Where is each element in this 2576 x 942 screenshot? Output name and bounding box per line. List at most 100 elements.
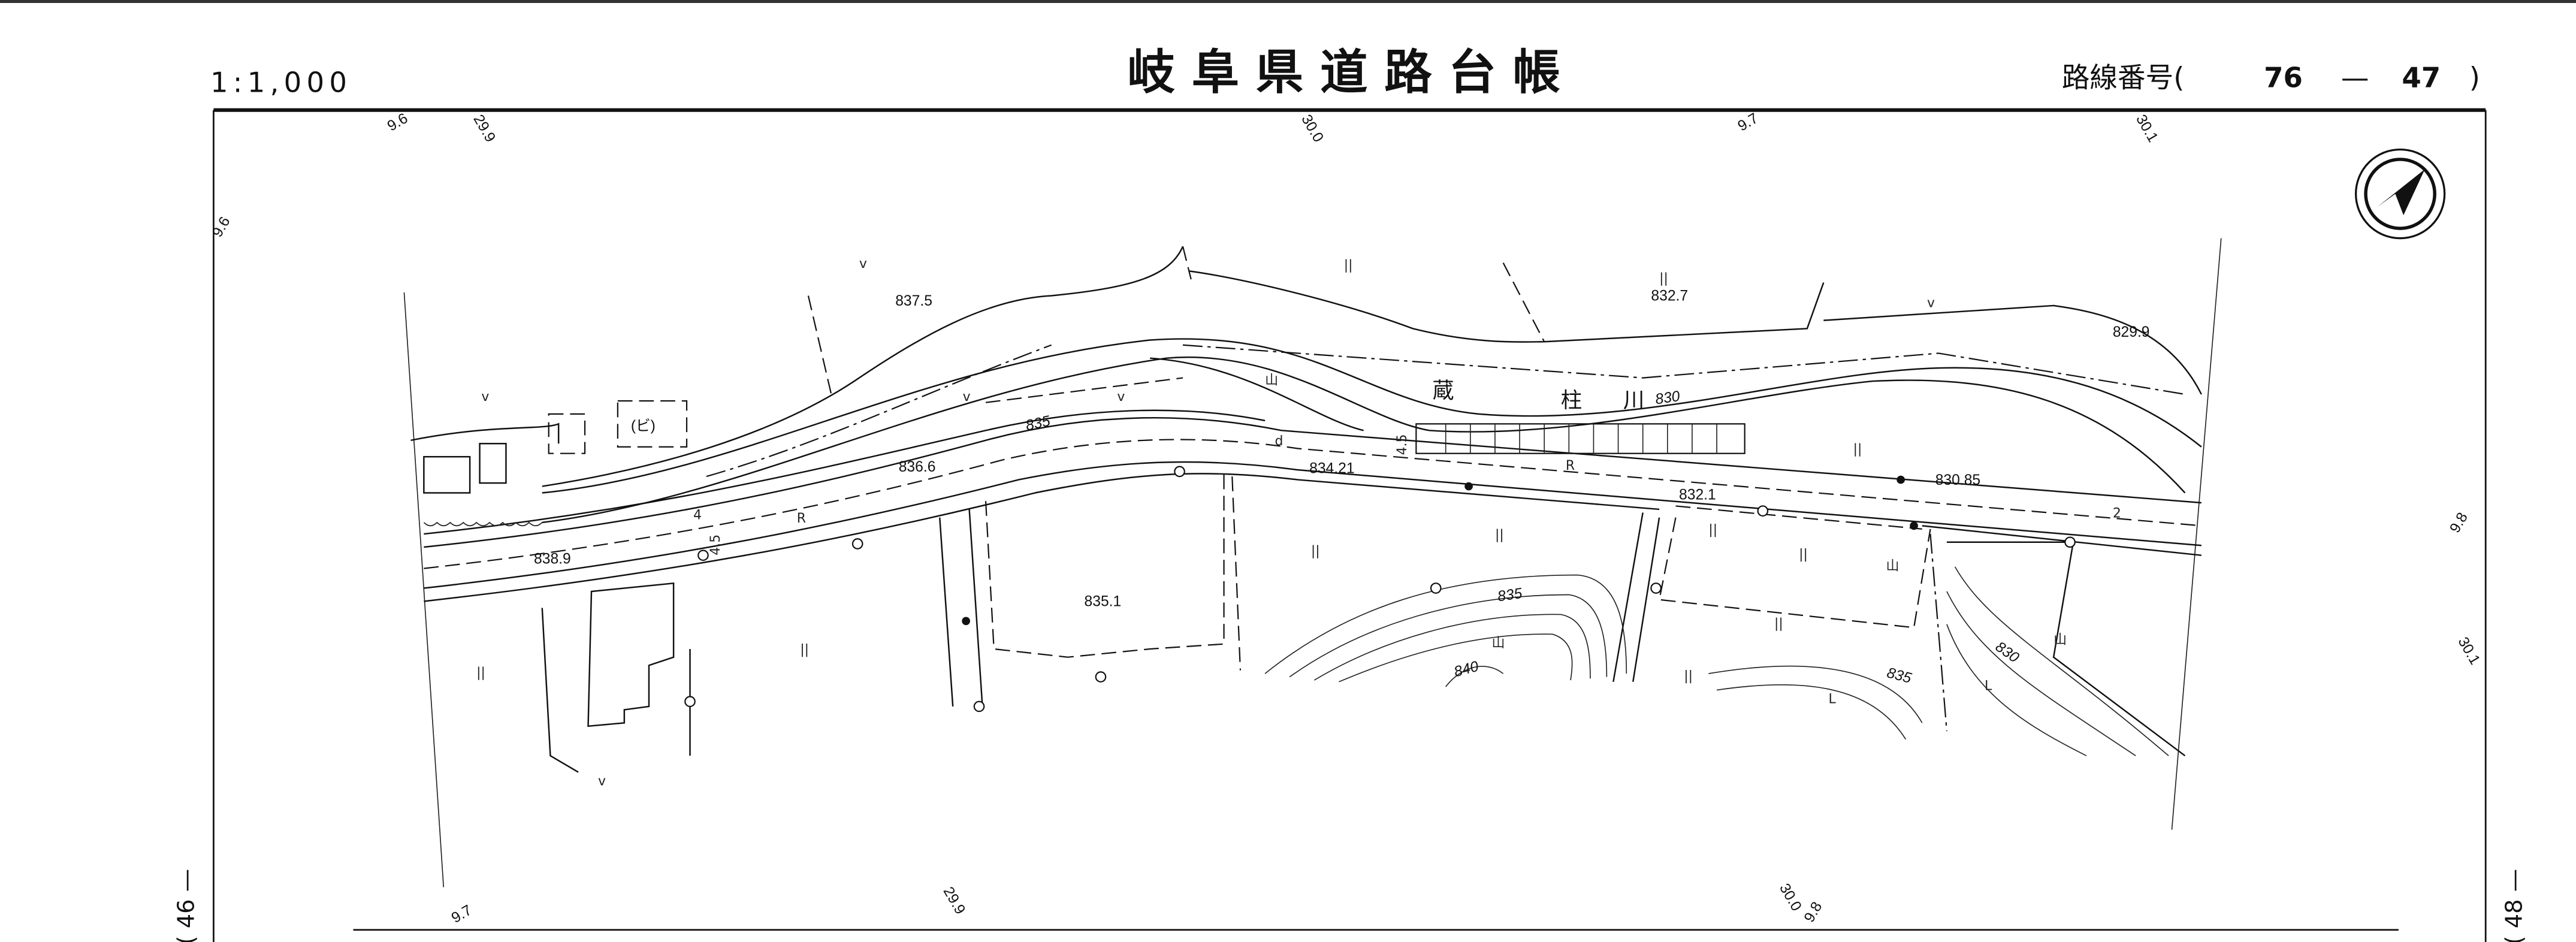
page-title: 岐 阜 県 道 路 台 帳 (1127, 44, 1560, 100)
map-boundary-left (403, 292, 445, 887)
svg-text:4.5: 4.5 (708, 535, 723, 555)
hedge (423, 521, 543, 527)
svg-text:835: 835 (1885, 665, 1913, 687)
svg-text:||: || (1853, 442, 1862, 457)
main-road (424, 409, 2202, 602)
boundary-line (1929, 533, 1948, 732)
building-bi (617, 400, 688, 448)
scan-edge (0, 0, 2576, 3)
svg-text:||: || (1708, 523, 1717, 538)
bridge (1415, 423, 1745, 454)
building (587, 582, 675, 727)
svg-text:||: || (1495, 527, 1504, 542)
svg-text:蔵: 蔵 (1433, 378, 1454, 403)
svg-text:9.7: 9.7 (449, 902, 475, 927)
left-sheet-ref[interactable]: ( 46 — (173, 869, 200, 942)
svg-text:v: v (859, 256, 867, 271)
building (423, 455, 471, 494)
svg-text:30.0: 30.0 (1298, 112, 1326, 145)
svg-text:v: v (481, 390, 489, 404)
svg-text:R: R (1566, 458, 1575, 473)
svg-text:9.8: 9.8 (1801, 899, 1826, 925)
svg-text:835: 835 (1024, 413, 1052, 434)
svg-text:山: 山 (2053, 633, 2067, 648)
svg-text:30.0: 30.0 (1776, 881, 1804, 914)
svg-text:835: 835 (1497, 585, 1524, 605)
svg-text:山: 山 (1265, 373, 1278, 388)
land-use-symbols: || || || || || || || || || || || v v v v… (476, 256, 2067, 789)
parcel (985, 468, 1225, 658)
svg-text:832.7: 832.7 (1651, 288, 1688, 304)
svg-text:836.6: 836.6 (899, 459, 936, 475)
svg-text:L: L (1829, 692, 1837, 707)
route-separator: — (2341, 61, 2369, 93)
road-marks: R R d 4 2 4.5 4.5 (693, 434, 2121, 555)
svg-text:837.5: 837.5 (895, 293, 932, 309)
svg-text:||: || (1344, 258, 1353, 273)
parcel (1946, 541, 2186, 757)
svg-text:||: || (1311, 544, 1320, 559)
svg-text:9.8: 9.8 (2447, 510, 2471, 536)
svg-text:830: 830 (1992, 639, 2022, 666)
svg-text:v: v (963, 390, 971, 404)
svg-text:L: L (1985, 679, 1992, 694)
svg-text:4: 4 (693, 508, 702, 523)
svg-text:830: 830 (1654, 388, 1681, 408)
svg-text:9.7: 9.7 (1735, 110, 1761, 135)
upper-bank (410, 246, 1184, 487)
building (479, 443, 507, 484)
svg-text:d: d (1275, 434, 1284, 449)
building-label: (ビ) (631, 417, 656, 434)
svg-text:v: v (1927, 296, 1935, 311)
svg-text:R: R (797, 511, 806, 526)
parcel-dash (985, 377, 1922, 530)
svg-text:||: || (800, 642, 809, 657)
svg-text:山: 山 (1491, 636, 1505, 651)
survey-markers (684, 466, 2076, 712)
svg-text:||: || (1799, 547, 1808, 562)
svg-text:834.21: 834.21 (1309, 461, 1354, 477)
side-road (1612, 512, 1660, 683)
north-arrow-icon (2354, 148, 2446, 240)
upper-parcel (1189, 270, 1825, 343)
route-number-b: 47 (2402, 61, 2441, 93)
svg-text:829.9: 829.9 (2113, 324, 2150, 340)
river-name: 蔵 柱 川 (1433, 378, 1645, 412)
svg-text:4.5: 4.5 (1395, 434, 1410, 455)
svg-text:||: || (1774, 616, 1783, 631)
svg-text:||: || (1684, 669, 1693, 684)
svg-text:川: 川 (1623, 388, 1645, 413)
route-close: ) (2469, 61, 2480, 93)
svg-text:山: 山 (1886, 558, 1899, 573)
boundary-line (706, 344, 2185, 478)
route-number-a: 76 (2264, 61, 2303, 93)
svg-text:838.9: 838.9 (534, 551, 571, 567)
river (542, 338, 2202, 524)
svg-text:30.1: 30.1 (2454, 635, 2483, 668)
svg-text:v: v (1117, 390, 1125, 404)
side-road (939, 509, 983, 707)
svg-text:2: 2 (2113, 506, 2121, 521)
scale-label: 1:1,000 (210, 67, 352, 99)
contour-labels: 835 835 835 840 830 830 (1024, 388, 2022, 687)
svg-text:||: || (1659, 271, 1668, 286)
right-sheet-ref[interactable]: ( 48 — (2501, 869, 2528, 942)
svg-text:9.6: 9.6 (385, 110, 410, 135)
svg-text:835.1: 835.1 (1085, 594, 1122, 610)
svg-text:30.1: 30.1 (2133, 112, 2161, 145)
svg-text:柱: 柱 (1561, 388, 1583, 413)
side-road (541, 608, 691, 773)
contours (1264, 566, 2169, 756)
svg-text:||: || (476, 666, 485, 681)
svg-text:v: v (598, 774, 606, 789)
elevation-labels: 837.5 832.7 829.9 836.6 834.21 832.1 830… (534, 288, 2149, 610)
parcel (1231, 476, 1931, 671)
svg-text:29.9: 29.9 (470, 112, 498, 145)
svg-text:840: 840 (1452, 659, 1481, 681)
side-road (807, 246, 1545, 395)
map-boundary-right (2171, 238, 2222, 830)
svg-text:830.85: 830.85 (1935, 472, 1980, 488)
svg-text:832.1: 832.1 (1679, 487, 1716, 503)
svg-text:29.9: 29.9 (940, 884, 968, 917)
